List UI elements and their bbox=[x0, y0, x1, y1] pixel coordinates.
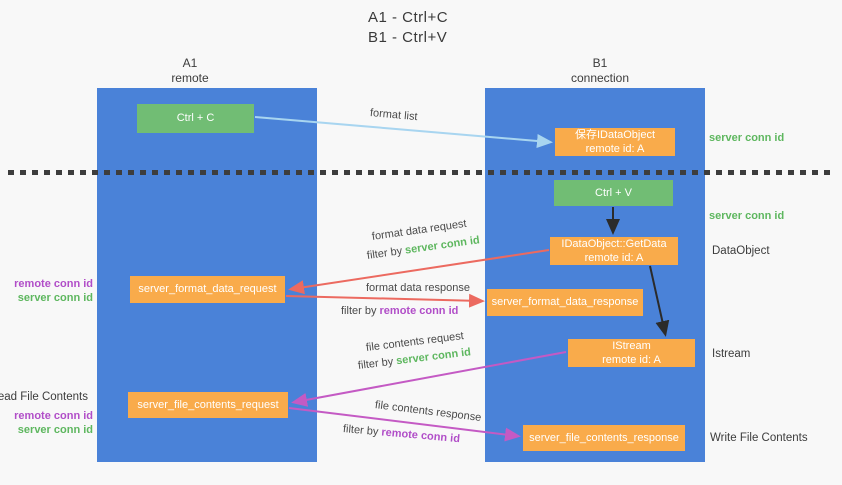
node-server-file-contents-response: server_file_contents_response bbox=[523, 425, 685, 451]
node-idataobject-getdata: IDataObject::GetData remote id: A bbox=[550, 237, 678, 265]
annotation-server-conn-id-left1: server conn id bbox=[17, 292, 93, 304]
annotation-read-file-contents: Read File Contents bbox=[0, 391, 88, 403]
remote-conn-id-text: remote conn id bbox=[379, 305, 459, 317]
node-istream-line2: remote id: A bbox=[602, 354, 661, 366]
left-column-id: A1 bbox=[182, 56, 198, 70]
node-server-format-data-response: server_format_data_response bbox=[487, 289, 643, 316]
filter-by-text: filter by bbox=[366, 244, 406, 262]
diagram-title: A1 - Ctrl+C B1 - Ctrl+V bbox=[368, 8, 448, 49]
title-line-2: B1 - Ctrl+V bbox=[368, 29, 448, 47]
label-file-contents-response: file contents response bbox=[374, 399, 482, 424]
annotation-dataobject: DataObject bbox=[712, 245, 770, 257]
node-idataobject-getdata-line1: IDataObject::GetData bbox=[561, 237, 667, 250]
remote-conn-id-text: remote conn id bbox=[380, 426, 461, 446]
annotation-istream: Istream bbox=[712, 348, 751, 360]
annotation-server-conn-id-top: server conn id bbox=[709, 132, 785, 144]
node-server-file-contents-request-label: server_file_contents_request bbox=[137, 398, 279, 411]
node-server-format-data-request-label: server_format_data_request bbox=[138, 283, 277, 296]
filter-by-text: filter by bbox=[357, 355, 397, 372]
node-server-format-data-response-label: server_format_data_response bbox=[491, 296, 639, 309]
server-conn-id-text: server conn id bbox=[404, 234, 481, 257]
title-line-1: A1 - Ctrl+C bbox=[368, 9, 449, 26]
node-server-file-contents-response-label: server_file_contents_response bbox=[529, 431, 679, 444]
node-save-idataobject-line1: 保存IDataObject bbox=[574, 128, 656, 141]
right-column-role: connection bbox=[570, 71, 630, 85]
node-ctrl-v: Ctrl + V bbox=[554, 180, 673, 206]
node-server-file-contents-request: server_file_contents_request bbox=[128, 392, 288, 418]
label-format-data-response: format data response bbox=[366, 282, 470, 294]
node-istream-line1: IStream bbox=[612, 339, 651, 352]
annotation-write-file-contents: Write File Contents bbox=[710, 432, 808, 444]
node-save-idataobject: 保存IDataObject remote id: A bbox=[555, 128, 675, 156]
node-idataobject-getdata-line2: remote id: A bbox=[584, 252, 644, 264]
annotation-remote-conn-id-left1: remote conn id bbox=[14, 278, 93, 290]
node-ctrl-c-label: Ctrl + C bbox=[176, 112, 215, 125]
label-filter-by-remote-conn-id-2: filter by remote conn id bbox=[342, 423, 460, 445]
filter-by-text: filter by bbox=[341, 305, 380, 317]
node-server-format-data-request: server_format_data_request bbox=[130, 276, 285, 303]
left-column-role: remote bbox=[171, 71, 209, 85]
right-column-id: B1 bbox=[592, 56, 608, 70]
node-istream: IStream remote id: A bbox=[568, 339, 695, 367]
node-ctrl-c: Ctrl + C bbox=[137, 104, 254, 133]
annotation-server-conn-id-left2: server conn id bbox=[17, 424, 93, 436]
label-filter-by-remote-conn-id-1: filter by remote conn id bbox=[341, 305, 458, 317]
machine-boundary-dashed-line bbox=[8, 170, 834, 175]
left-column-header: A1 remote bbox=[130, 56, 250, 86]
filter-by-text: filter by bbox=[342, 423, 382, 439]
server-conn-id-text: server conn id bbox=[395, 346, 472, 368]
label-format-list: format list bbox=[369, 107, 419, 124]
node-ctrl-v-label: Ctrl + V bbox=[595, 186, 632, 199]
annotation-remote-conn-id-left2: remote conn id bbox=[14, 410, 93, 422]
node-save-idataobject-line2: remote id: A bbox=[585, 143, 645, 155]
annotation-server-conn-id-mid: server conn id bbox=[709, 210, 785, 222]
right-column-header: B1 connection bbox=[540, 56, 660, 86]
